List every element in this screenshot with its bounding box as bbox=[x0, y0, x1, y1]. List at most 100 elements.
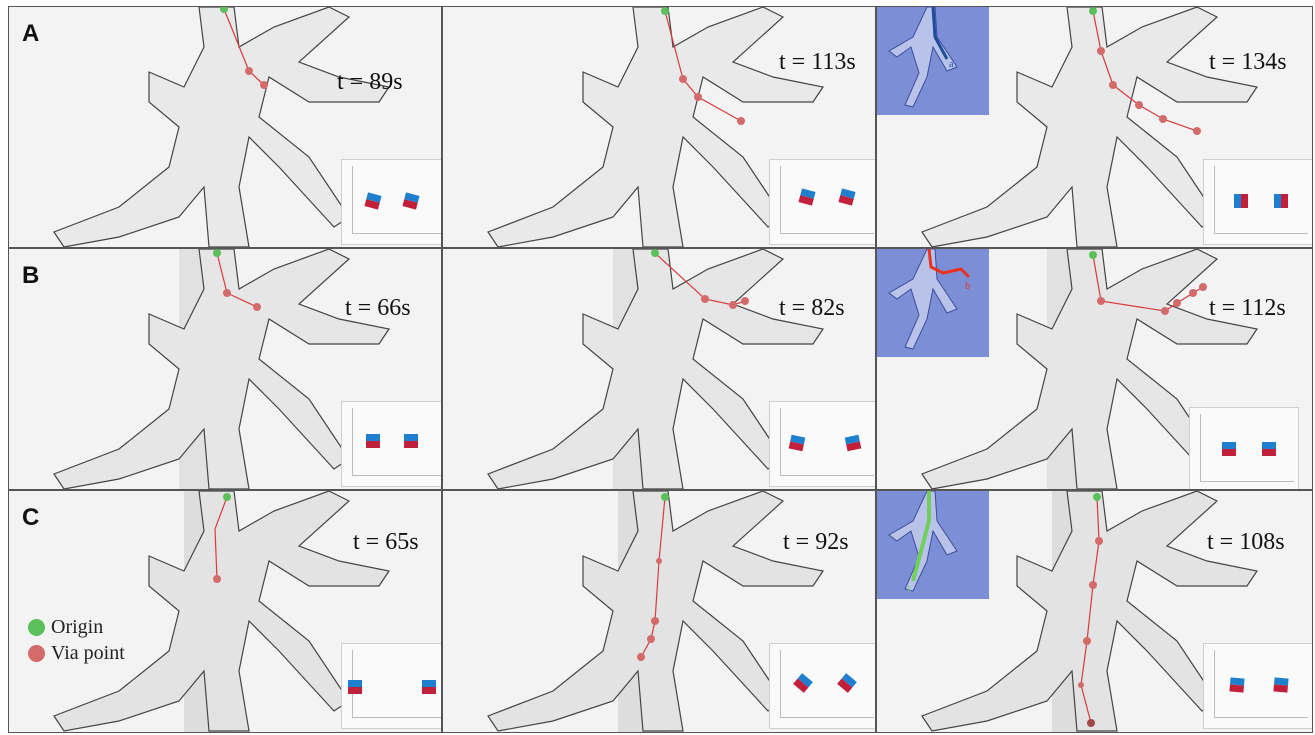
panel-b1: t = 66s bbox=[8, 248, 442, 490]
cube-icon bbox=[1274, 194, 1288, 208]
legend-item-origin: Origin bbox=[28, 614, 125, 640]
time-label: t = 112s bbox=[1209, 295, 1286, 321]
airway-image bbox=[53, 7, 390, 247]
cube-icon bbox=[366, 434, 380, 448]
via-point-marker bbox=[1087, 719, 1095, 727]
panel-b3: t = 112s b bbox=[876, 248, 1313, 490]
row-label-b: B bbox=[22, 262, 40, 289]
cube-icon bbox=[1262, 442, 1276, 456]
via-point-marker bbox=[1109, 81, 1117, 89]
via-point-marker bbox=[656, 558, 662, 564]
cube-icon bbox=[404, 434, 418, 448]
origin-marker bbox=[213, 249, 221, 257]
cube-icon bbox=[1222, 442, 1236, 456]
origin-marker bbox=[1089, 251, 1097, 259]
cube-icon bbox=[1273, 677, 1289, 693]
via-point-marker bbox=[1135, 101, 1143, 109]
airway-image bbox=[53, 491, 390, 732]
origin-marker bbox=[661, 493, 669, 501]
airway-image bbox=[921, 7, 1258, 247]
time-label: t = 66s bbox=[345, 295, 411, 321]
via-point-marker bbox=[1199, 283, 1207, 291]
via-point-marker bbox=[694, 93, 702, 101]
via-point-marker bbox=[1097, 297, 1105, 305]
via-point-marker bbox=[253, 303, 261, 311]
panel-a1: t = 89s bbox=[8, 6, 442, 248]
via-point-marker bbox=[1189, 289, 1197, 297]
via-point-marker bbox=[651, 617, 659, 625]
panel-a2: t = 113s bbox=[442, 6, 876, 248]
airway-3d-overlay: c bbox=[877, 491, 989, 599]
cube-icon bbox=[348, 680, 362, 694]
airway-image bbox=[921, 491, 1258, 732]
airway-image bbox=[53, 249, 390, 489]
via-point-marker bbox=[1159, 115, 1167, 123]
via-point-marker bbox=[213, 575, 221, 583]
via-point-marker bbox=[637, 653, 645, 661]
panel-a3: t = 134s a bbox=[876, 6, 1313, 248]
via-point-marker bbox=[1089, 581, 1097, 589]
legend-label-origin: Origin bbox=[51, 615, 104, 638]
via-point-marker bbox=[245, 67, 253, 75]
via-point-marker bbox=[1083, 637, 1091, 645]
via-point-marker bbox=[1193, 127, 1201, 135]
panel-c1: t = 65s bbox=[8, 490, 442, 733]
time-label: t = 113s bbox=[779, 49, 856, 75]
cube-icon bbox=[402, 192, 420, 210]
via-point-marker bbox=[741, 297, 749, 305]
cube-icon bbox=[793, 673, 813, 693]
overlay-label: a bbox=[949, 59, 954, 70]
via-point-marker bbox=[701, 295, 709, 303]
panel-b2: t = 82s bbox=[442, 248, 876, 490]
via-point-marker bbox=[1161, 307, 1169, 315]
cube-icon bbox=[422, 680, 436, 694]
airway-image bbox=[921, 249, 1258, 489]
cube-icon bbox=[1229, 677, 1245, 693]
origin-marker bbox=[220, 7, 228, 13]
via-point-marker bbox=[223, 289, 231, 297]
time-label: t = 108s bbox=[1207, 529, 1285, 555]
airway-3d-overlay: b bbox=[877, 249, 989, 357]
via-point-marker bbox=[260, 81, 268, 89]
cube-icon bbox=[838, 188, 856, 206]
origin-marker bbox=[223, 493, 231, 501]
time-label: t = 65s bbox=[353, 529, 419, 555]
via-point-marker bbox=[647, 635, 655, 643]
legend-item-via-point: Via point bbox=[28, 640, 125, 666]
airway-image bbox=[487, 249, 824, 489]
airway-3d-overlay: a bbox=[877, 7, 989, 115]
pose-inset bbox=[1189, 407, 1299, 489]
pose-inset bbox=[1203, 159, 1312, 245]
cube-icon bbox=[788, 434, 806, 452]
pose-inset bbox=[341, 159, 441, 245]
via-point-marker bbox=[1097, 47, 1105, 55]
via-point-dot-icon bbox=[28, 644, 45, 662]
time-label: t = 89s bbox=[337, 69, 403, 95]
time-label: t = 92s bbox=[783, 529, 849, 555]
time-label: t = 134s bbox=[1209, 49, 1287, 75]
pose-inset bbox=[769, 159, 875, 245]
panel-c3: t = 108s c bbox=[876, 490, 1313, 733]
origin-marker bbox=[1089, 7, 1097, 15]
overlay-label: b bbox=[965, 281, 970, 292]
cube-icon bbox=[837, 673, 857, 693]
legend-label-via-point: Via point bbox=[51, 641, 125, 664]
via-point-marker bbox=[679, 75, 687, 83]
pose-inset bbox=[341, 643, 441, 729]
row-label-a: A bbox=[22, 20, 40, 47]
cube-icon bbox=[844, 434, 862, 452]
via-point-marker bbox=[1078, 682, 1084, 688]
airway-image bbox=[487, 491, 824, 732]
pose-inset bbox=[341, 401, 441, 487]
cube-icon bbox=[364, 192, 382, 210]
origin-dot-icon bbox=[28, 618, 45, 636]
cube-icon bbox=[798, 188, 816, 206]
row-label-c: C bbox=[22, 504, 40, 531]
via-point-marker bbox=[729, 301, 737, 309]
overlay-label: c bbox=[907, 583, 912, 594]
legend: Origin Via point bbox=[28, 614, 125, 666]
pose-inset bbox=[769, 401, 875, 487]
origin-marker bbox=[1093, 493, 1101, 501]
origin-marker bbox=[661, 7, 669, 15]
via-point-marker bbox=[1095, 537, 1103, 545]
